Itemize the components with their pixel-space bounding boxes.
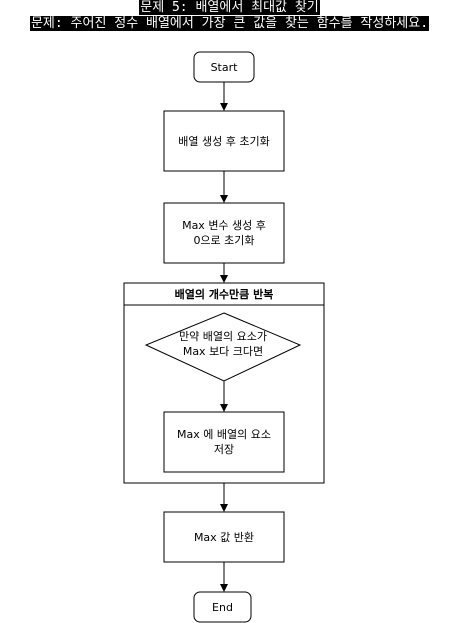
decision-label-line2: Max 보다 크다면 bbox=[182, 345, 264, 358]
loop-title: 배열의 개수만큼 반복 bbox=[174, 287, 274, 301]
return-max-label: Max 값 반환 bbox=[193, 530, 255, 544]
init-max-label-line1: Max 변수 생성 후 bbox=[182, 219, 266, 232]
store-max-label: Max 에 배열의 요소 저장 bbox=[164, 412, 284, 472]
store-max-label-line2: 저장 bbox=[213, 443, 235, 456]
decision-label-line1: 만약 배열의 요소가 bbox=[179, 330, 267, 343]
store-max-label-line1: Max 에 배열의 요소 bbox=[177, 428, 271, 441]
end-label: End bbox=[212, 600, 233, 614]
decision-label: 만약 배열의 요소가 Max 보다 크다면 bbox=[146, 313, 300, 381]
problem-description: 문제: 주어진 정수 배열에서 가장 큰 값을 찾는 함수를 작성하세요. bbox=[29, 16, 430, 31]
init-max-process bbox=[163, 202, 285, 264]
init-array-label: 배열 생성 후 초기화 bbox=[178, 134, 270, 148]
init-max-label: Max 변수 생성 후 0으로 초기화 bbox=[164, 203, 284, 263]
store-max-process bbox=[163, 411, 285, 473]
problem-title: 문제 5: 배열에서 최대값 찾기 bbox=[139, 0, 320, 15]
start-label: Start bbox=[210, 60, 238, 74]
return-max-process bbox=[163, 511, 285, 563]
end-terminal bbox=[193, 591, 252, 623]
init-max-label-line2: 0으로 초기화 bbox=[193, 234, 255, 247]
